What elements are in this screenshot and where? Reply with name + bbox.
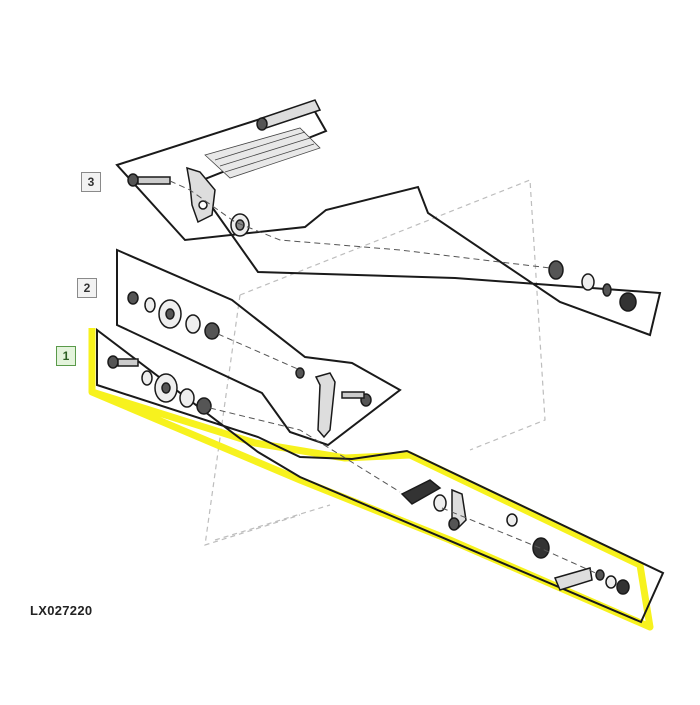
assembly-2-parts	[127, 291, 372, 439]
callout-3: 3	[81, 172, 101, 192]
assembly-3-leader-lines	[169, 180, 551, 269]
assembly-1-leader-lines	[209, 407, 601, 576]
assembly-1-highlight	[88, 328, 654, 631]
callout-1: 1	[56, 346, 76, 366]
reference-code: LX027220	[30, 603, 93, 618]
assembly-1-parts	[107, 355, 630, 595]
window-glass-outline	[204, 179, 546, 546]
assembly-3-hatch	[204, 127, 321, 179]
assembly-1-panel	[96, 327, 665, 624]
assembly-2-leader-lines	[217, 333, 301, 371]
callout-2: 2	[77, 278, 97, 298]
assembly-2-panel	[116, 248, 402, 447]
assembly-3-parts	[127, 99, 637, 312]
